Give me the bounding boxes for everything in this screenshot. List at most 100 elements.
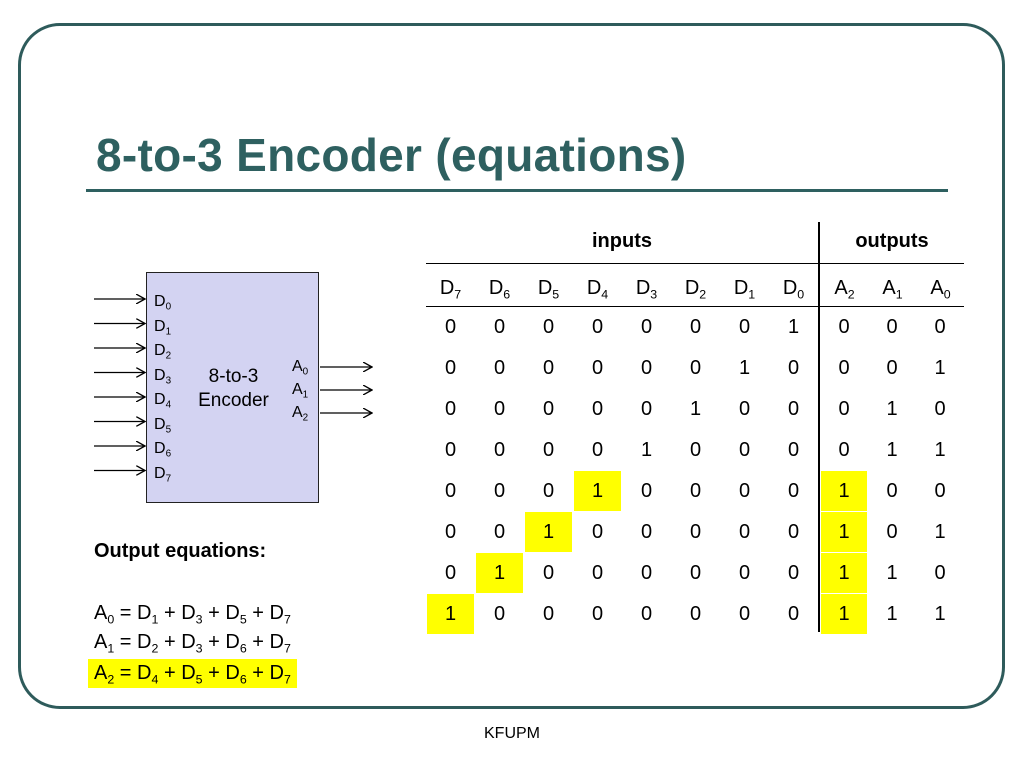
equation-lhs-base: A	[94, 662, 108, 684]
equation-lhs: A2	[94, 662, 114, 686]
encoder-input-label-base: D	[154, 464, 166, 482]
column-symbol-base: D	[537, 277, 553, 299]
encoder-input-pin: D7	[154, 464, 171, 484]
column-symbol: D4	[587, 277, 608, 301]
table-cell: 1	[427, 594, 474, 634]
encoder-output-label: A2	[292, 404, 309, 424]
table-cell: 0	[787, 357, 800, 379]
table-cell: 0	[934, 398, 946, 420]
encoder-output-label-base: A	[292, 404, 303, 421]
encoder-input-label-base: D	[154, 293, 166, 310]
equation-term: D3	[181, 602, 202, 626]
table-cell: 0	[591, 439, 604, 461]
table-cell: 0	[838, 398, 850, 420]
table-column-header: D4	[573, 274, 622, 302]
equation-term-sub: 4	[151, 672, 159, 687]
equation-term-base: D	[269, 662, 284, 684]
encoder-input-label-base: D	[154, 366, 166, 384]
encoder-output-pin: A2	[292, 403, 308, 423]
table-cell: 0	[689, 357, 702, 379]
column-symbol-base: A	[930, 277, 944, 299]
table-cell: 1	[934, 439, 946, 461]
table-cell: 0	[542, 316, 555, 338]
table-cell: 0	[934, 480, 946, 502]
equation-lhs-base: A	[94, 631, 108, 653]
equation-lhs-base: A	[94, 602, 108, 624]
table-cell: 0	[738, 603, 751, 625]
table-cell: 1	[886, 603, 898, 625]
column-symbol-sub: 7	[454, 287, 462, 302]
table-cell: 0	[640, 521, 653, 543]
column-symbol-base: A	[834, 277, 848, 299]
table-column-header: A2	[820, 274, 869, 302]
equation-lhs: A1	[94, 631, 114, 655]
table-cell: 0	[738, 521, 751, 543]
table-cell: 0	[689, 562, 702, 584]
column-symbol: A1	[882, 277, 903, 302]
column-symbol: A0	[930, 277, 950, 301]
equation-term: D5	[225, 602, 246, 626]
equation-term: D4	[137, 662, 159, 687]
table-cell: 0	[493, 357, 506, 379]
table-cell: 0	[542, 562, 555, 584]
table-column-header: D0	[769, 274, 818, 302]
table-cell: 0	[934, 562, 946, 584]
encoder-input-label: D3	[154, 366, 171, 386]
equation-term: D7	[269, 662, 291, 686]
table-cell: 0	[838, 316, 850, 338]
table-cell: 0	[591, 357, 604, 379]
column-symbol-sub: 1	[895, 287, 903, 302]
footer-text: KFUPM	[484, 725, 540, 742]
table-cell: 1	[821, 512, 867, 552]
encoder-input-label: D2	[154, 342, 172, 362]
column-symbol-base: A	[882, 277, 896, 299]
equation-term-base: D	[181, 602, 196, 624]
table-cell: 0	[591, 521, 604, 543]
table-cell: 0	[640, 603, 653, 625]
table-cell: 0	[640, 480, 653, 502]
equation-line: A2 = D4 + D5 + D6 + D7	[88, 659, 297, 688]
table-cell: 0	[591, 562, 604, 584]
encoder-output-label: A1	[292, 381, 309, 401]
encoder-output-label: A0	[292, 358, 308, 377]
encoder-input-pin: D5	[154, 415, 171, 435]
encoder-input-pin: D4	[154, 390, 171, 410]
equation-term: D1	[137, 602, 158, 626]
encoder-input-label-sub: 0	[165, 301, 172, 313]
column-symbol-sub: 1	[748, 287, 756, 302]
encoder-input-label-base: D	[154, 415, 166, 433]
table-cell: 0	[640, 316, 653, 338]
table-cell: 1	[738, 357, 751, 379]
equation-line: A0 = D1 + D3 + D5 + D7	[94, 602, 291, 627]
table-cell: 0	[886, 357, 898, 379]
equation-term-sub: 7	[283, 641, 291, 656]
encoder-input-label-sub: 2	[165, 350, 172, 362]
column-symbol: A2	[834, 277, 854, 301]
column-symbol: D0	[783, 277, 804, 301]
encoder-input-label: D1	[154, 317, 171, 337]
title-underline	[86, 189, 948, 192]
table-cell: 0	[640, 562, 653, 584]
table-cell: 0	[738, 562, 751, 584]
encoder-output-label-sub: 1	[302, 389, 309, 401]
table-cell: 0	[689, 439, 702, 461]
table-cell: 1	[476, 553, 523, 593]
table-column-header: A0	[916, 274, 965, 302]
table-cell: 0	[542, 357, 555, 379]
encoder-input-label-sub: 7	[165, 472, 172, 484]
equation-term: D2	[137, 631, 158, 655]
equation-term-base: D	[181, 631, 196, 653]
table-cell: 0	[542, 398, 555, 420]
table-cell: 0	[787, 603, 800, 625]
table-cell: 0	[738, 439, 751, 461]
table-cell: 0	[787, 439, 800, 461]
encoder-input-label-base: D	[154, 317, 166, 335]
table-cell: 0	[787, 521, 800, 543]
encoder-output-label-base: A	[292, 381, 303, 398]
table-cell: 0	[542, 603, 555, 625]
column-symbol-base: D	[439, 277, 455, 299]
equation-term: D3	[181, 631, 202, 655]
column-symbol-base: D	[488, 277, 504, 299]
encoder-output-label-sub: 2	[302, 412, 309, 424]
table-cell: 0	[689, 521, 702, 543]
